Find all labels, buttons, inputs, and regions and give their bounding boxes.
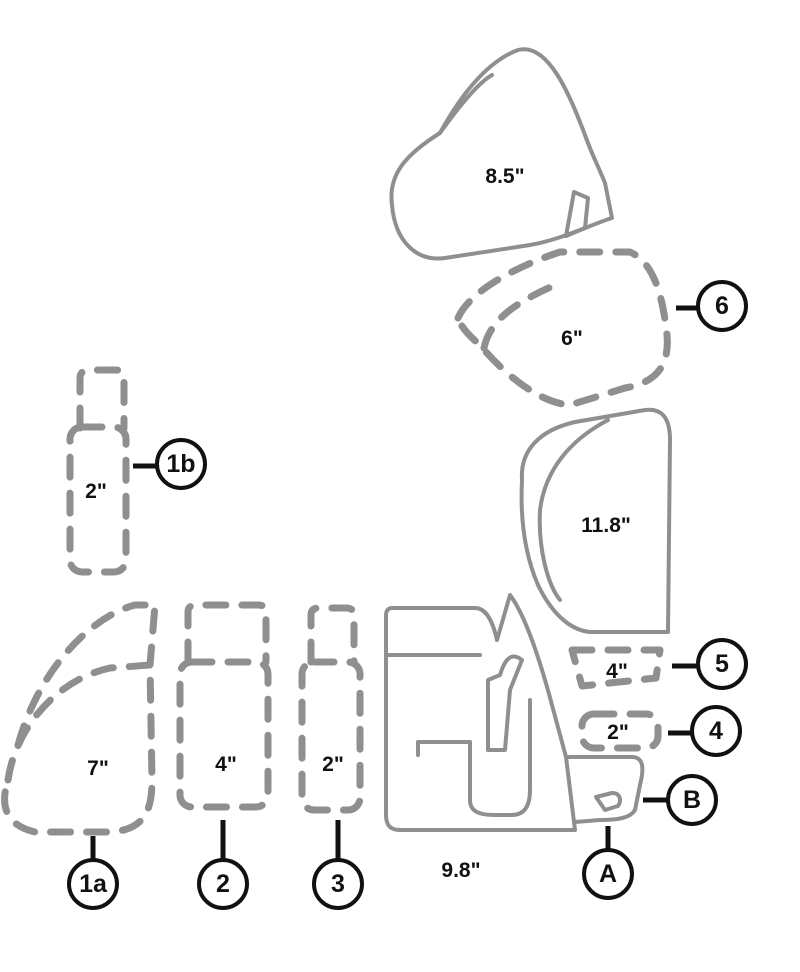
callout-6-label: 6 [715, 292, 729, 320]
spacer-1a-back-curve [14, 601, 159, 749]
callout-1b-label: 1b [166, 450, 195, 478]
base: 9.8" [384, 593, 645, 882]
headrest-outline [389, 47, 614, 261]
spacer-4-measurement: 2" [607, 721, 629, 744]
backrest-inner-curve [537, 418, 610, 602]
callout-1a-circle [67, 858, 119, 910]
spacer-6-measurement: 6" [561, 327, 583, 350]
callout-6-circle [696, 280, 748, 332]
spacer-1a: 7" [1, 601, 159, 836]
base-measurement: 9.8" [441, 859, 480, 882]
spacer-5: 4" [568, 646, 664, 690]
backrest-measurement: 11.8" [581, 514, 631, 537]
callout-2: 2 [197, 820, 249, 910]
callout-A-circle [582, 848, 634, 900]
backrest-outline [519, 407, 672, 634]
callout-4-label: 4 [709, 717, 723, 745]
spacer-1b-outline [66, 423, 130, 576]
backrest: 11.8" [519, 407, 672, 634]
spacer-3-top-outline [307, 604, 358, 666]
spacer-6: 6" [454, 248, 671, 409]
spacer-5-outline [568, 646, 664, 690]
callout-1a: 1a [67, 836, 119, 910]
callout-B: B [643, 774, 718, 826]
callout-5: 5 [672, 638, 748, 690]
callout-2-circle [197, 858, 249, 910]
spacer-2-measurement: 4" [215, 753, 237, 776]
spacer-2-outline [176, 658, 272, 811]
headrest-clip-icon [564, 190, 590, 238]
spacer-4-outline [578, 710, 662, 752]
spacer-1a-measurement: 7" [87, 757, 109, 780]
callout-1b: 1b [133, 438, 207, 490]
callout-3-circle [312, 858, 364, 910]
headrest: 8.5" [389, 47, 614, 261]
callout-4-circle [690, 705, 742, 757]
base-belt-guide-icon [486, 654, 524, 752]
callout-5-circle [696, 638, 748, 690]
latch-icon [594, 791, 622, 812]
spacer-6-inner-curve [480, 279, 564, 352]
callout-1a-label: 1a [79, 870, 108, 898]
spacer-3-measurement: 2" [322, 753, 344, 776]
callout-A-label: A [599, 860, 617, 888]
callout-4: 4 [668, 705, 742, 757]
spacer-1b-measurement: 2" [85, 480, 107, 503]
spacer-2: 4" [176, 601, 272, 811]
spacer-2-top-outline [184, 601, 270, 666]
spacer-4: 2" [578, 710, 662, 752]
callout-B-circle [666, 774, 718, 826]
spacer-3: 2" [298, 604, 364, 814]
base-outline [384, 593, 577, 832]
spacer-1a-outline [1, 661, 156, 836]
callout-A: A [582, 826, 634, 900]
spacer-1b-top-outline [76, 366, 128, 432]
spacer-3-outline [298, 658, 364, 814]
base-armrest-tube [416, 698, 532, 817]
callout-3: 3 [312, 820, 364, 910]
headrest-top-curve [438, 73, 494, 135]
callout-2-label: 2 [216, 870, 230, 898]
headrest-measurement: 8.5" [485, 165, 524, 188]
spacer-1b: 2" [66, 366, 130, 576]
callout-1b-circle [155, 438, 207, 490]
spacer-5-measurement: 4" [606, 660, 628, 683]
callout-B-label: B [683, 786, 701, 814]
callout-5-label: 5 [715, 650, 729, 678]
callout-3-label: 3 [331, 870, 345, 898]
base-front-panel [566, 755, 645, 824]
callout-6: 6 [676, 280, 748, 332]
